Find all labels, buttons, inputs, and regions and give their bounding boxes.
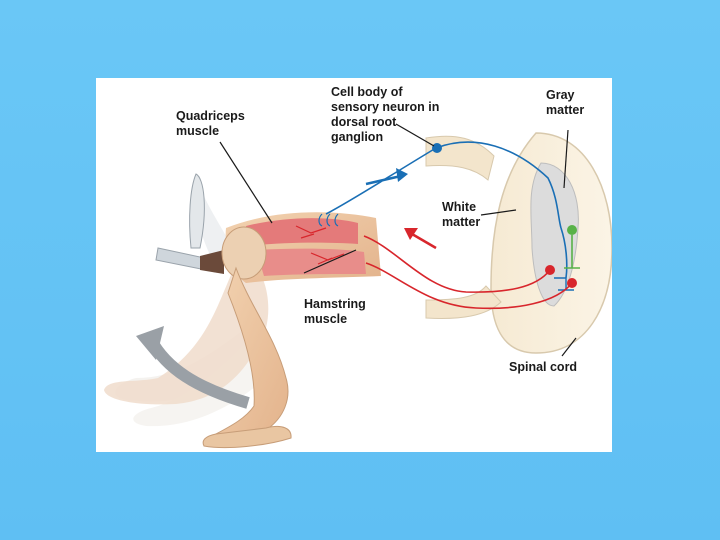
cell-body-label-line-3: dorsal root — [331, 115, 439, 130]
gray-matter-label: Gray matter — [546, 88, 584, 118]
ventral-root — [426, 286, 501, 318]
quadriceps-label-line-2: muscle — [176, 124, 245, 139]
cell-body-label-line-2: sensory neuron in — [331, 100, 439, 115]
white-matter-label-line-1: White — [442, 200, 480, 215]
cell-body-label: Cell body of sensory neuron in dorsal ro… — [331, 85, 439, 145]
interneuron-cell-body — [567, 225, 577, 235]
cell-body-label-line-1: Cell body of — [331, 85, 439, 100]
sensory-direction-arrow — [366, 176, 401, 184]
knee-jerk-reflex-diagram: Cell body of sensory neuron in dorsal ro… — [96, 78, 612, 452]
white-matter-label-line-2: matter — [442, 215, 480, 230]
quadriceps-label-line-1: Quadriceps — [176, 109, 245, 124]
motor-direction-arrowhead — [404, 228, 418, 240]
hamstring-label-line-1: Hamstring — [304, 297, 366, 312]
hamstring-label: Hamstring muscle — [304, 297, 366, 327]
motor-direction-arrow — [412, 234, 436, 248]
gray-matter-label-line-1: Gray — [546, 88, 584, 103]
spinal-cord-label-line-1: Spinal cord — [509, 360, 577, 375]
spinal-cord-section — [426, 133, 612, 353]
quadriceps-label: Quadriceps muscle — [176, 109, 245, 139]
white-matter-label: White matter — [442, 200, 480, 230]
knee-joint — [222, 227, 266, 279]
spinal-cord-label: Spinal cord — [509, 360, 577, 375]
gray-matter-label-line-2: matter — [546, 103, 584, 118]
sensory-direction-arrowhead — [396, 168, 408, 182]
hamstring-label-line-2: muscle — [304, 312, 366, 327]
cell-body-label-line-4: ganglion — [331, 130, 439, 145]
